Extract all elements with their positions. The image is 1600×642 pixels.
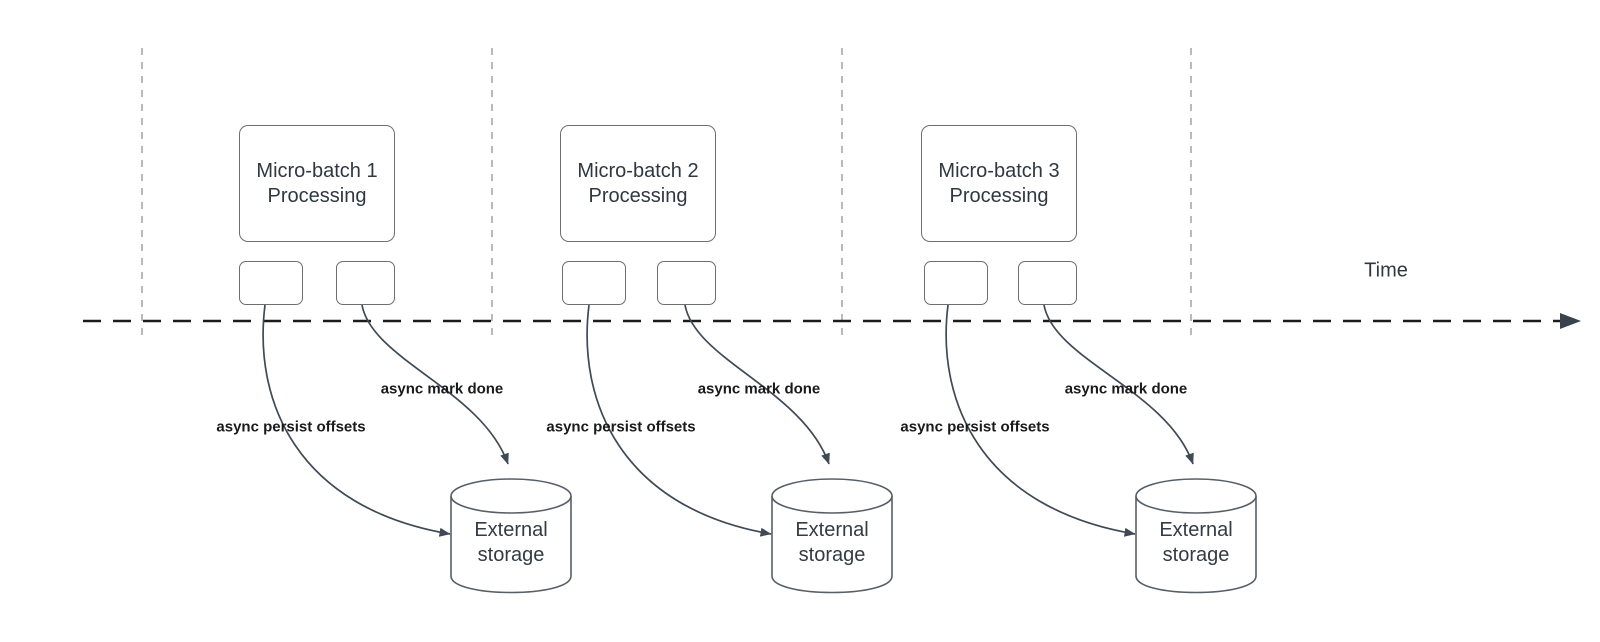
- offset-task-box: [924, 261, 988, 305]
- persist-offsets-label: async persist offsets: [546, 418, 696, 436]
- mark-done-arrow: [684, 304, 830, 465]
- time-axis-label: Time: [1364, 259, 1408, 282]
- mark-done-label: async mark done: [697, 380, 821, 398]
- persist-offsets-arrow: [945, 304, 1136, 537]
- storage-cylinder: [1135, 478, 1257, 594]
- persist-offsets-label: async persist offsets: [900, 418, 1050, 436]
- offset-task-box: [562, 261, 626, 305]
- persist-offsets-arrow: [586, 304, 772, 537]
- persist-offsets-label: async persist offsets: [216, 418, 366, 436]
- offset-task-box: [239, 261, 303, 305]
- storage-cylinder: [771, 478, 893, 594]
- mark-done-label: async mark done: [1064, 380, 1188, 398]
- storage-cylinder: [450, 478, 572, 594]
- timeline-arrowhead-icon: [1560, 313, 1581, 329]
- done-task-box: [657, 261, 716, 305]
- external-storage-label: External storage: [795, 519, 869, 566]
- mark-done-label: async mark done: [380, 380, 504, 398]
- micro-batch-box: Micro-batch 3 Processing: [921, 125, 1077, 242]
- micro-batch-box: Micro-batch 2 Processing: [560, 125, 716, 242]
- persist-offsets-arrow: [262, 304, 451, 537]
- micro-batch-box: Micro-batch 1 Processing: [239, 125, 395, 242]
- mark-done-arrow: [361, 304, 509, 465]
- done-task-box: [1018, 261, 1077, 305]
- mark-done-arrow: [1043, 304, 1194, 465]
- done-task-box: [336, 261, 395, 305]
- external-storage-label: External storage: [474, 519, 548, 566]
- external-storage-label: External storage: [1159, 519, 1233, 566]
